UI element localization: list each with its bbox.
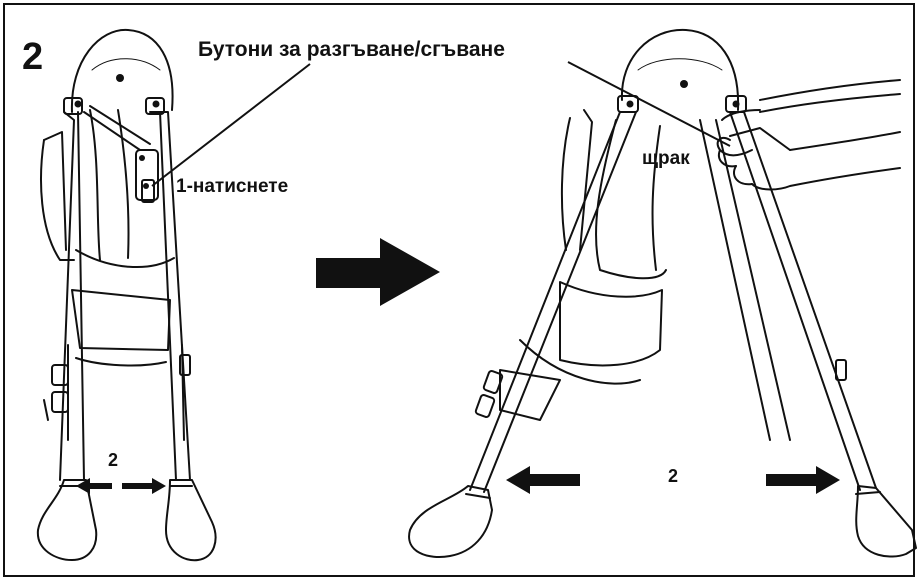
label-fold-unfold-buttons: Бутони за разгъване/сгъване: [198, 38, 505, 62]
step-number: 2: [22, 36, 43, 79]
label-press: 1-натиснете: [176, 176, 288, 198]
arrow-right-icon: [766, 466, 840, 494]
label-spread-left: 2: [108, 450, 118, 471]
label-click: щрак: [642, 148, 690, 170]
label-spread-right: 2: [668, 466, 678, 487]
arrow-left-icon: [506, 466, 580, 494]
